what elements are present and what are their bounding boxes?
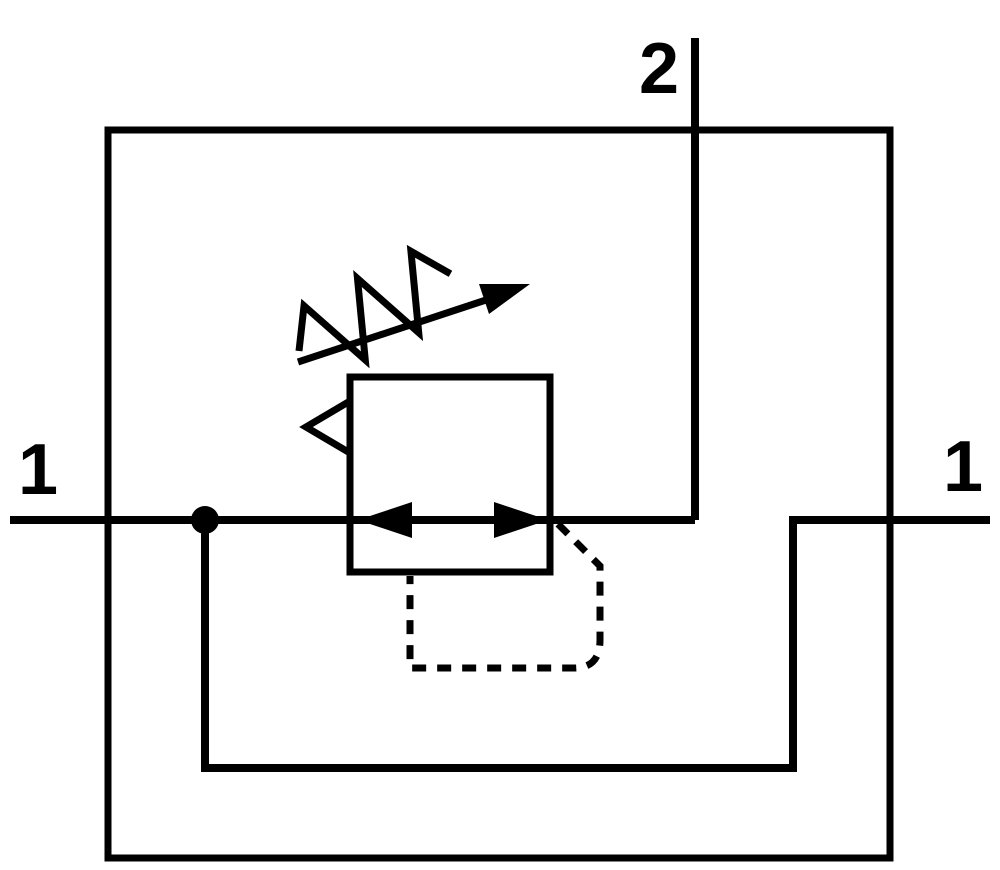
port-1-right-label: 1 [943,427,983,507]
vent-triangle-icon [299,397,352,457]
port-2-label: 2 [639,29,679,109]
spring-icon [295,244,453,369]
adjustment-arrow-icon [296,284,530,366]
flow-arrow-left-icon [358,502,412,538]
bypass-line [201,516,990,772]
junction-dot [191,506,219,534]
pilot-dashed-line [406,521,604,672]
flow-arrow-right-icon [494,502,548,538]
regulator-valve-body [346,373,554,576]
enclosure-outline [104,126,894,862]
port-1-left-label: 1 [18,430,58,510]
